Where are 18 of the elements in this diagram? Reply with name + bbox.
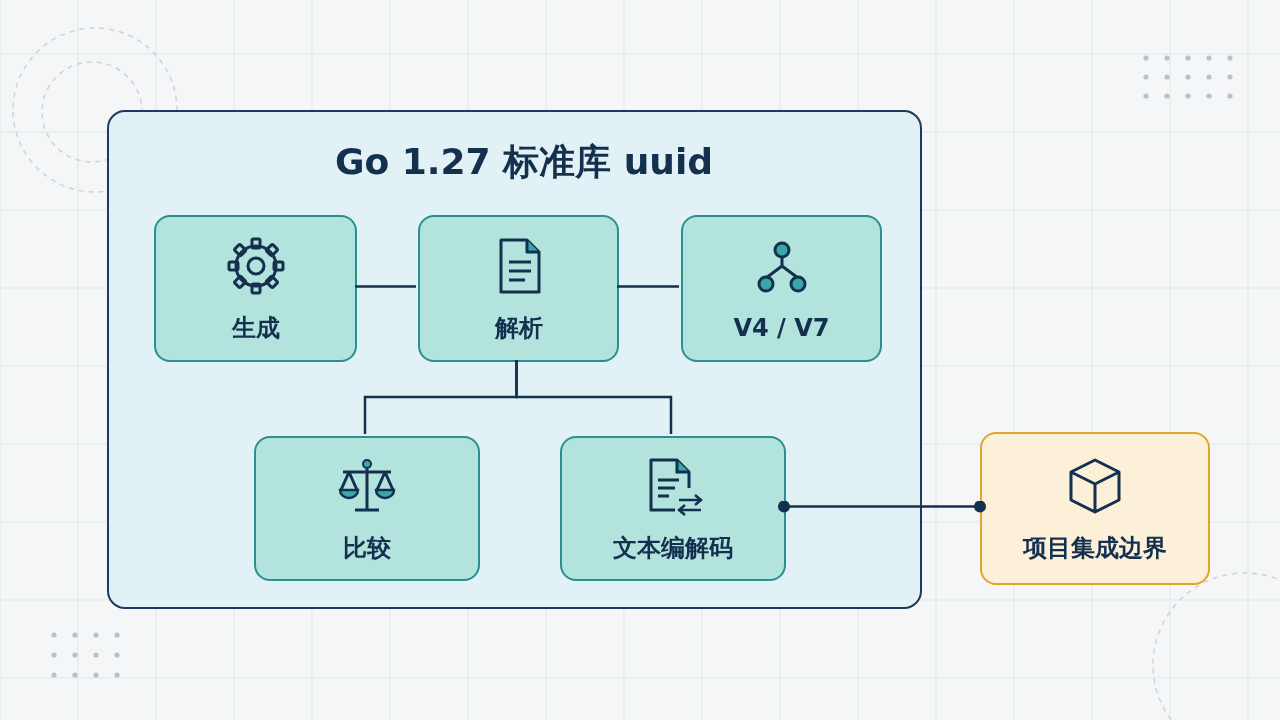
box-label: 解析 — [494, 312, 543, 344]
process-box — [560, 436, 786, 581]
box-label: 文本编解码 — [613, 532, 733, 564]
process-box — [681, 215, 882, 362]
connector-line — [617, 285, 679, 288]
container-panel — [107, 110, 922, 609]
connector-line — [355, 285, 416, 288]
process-box — [980, 432, 1210, 585]
box-label: 生成 — [231, 312, 280, 344]
process-box — [254, 436, 480, 581]
process-box — [154, 215, 357, 362]
connector-line — [515, 360, 673, 434]
box-label: 比较 — [343, 532, 391, 564]
process-box — [418, 215, 619, 362]
box-label: V4 / V7 — [733, 313, 830, 342]
box-label: 项目集成边界 — [1023, 532, 1167, 564]
connector-line — [778, 500, 986, 513]
panel-title: Go 1.27 标准库 uuid — [333, 140, 715, 184]
